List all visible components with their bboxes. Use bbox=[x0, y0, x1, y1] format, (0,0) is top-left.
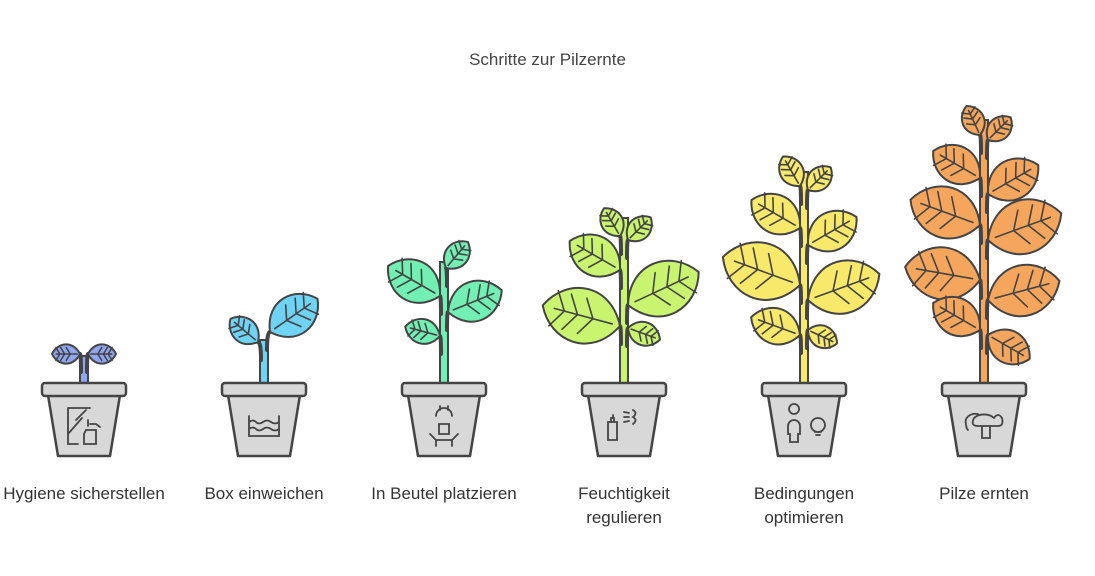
bag-placement-icon bbox=[429, 405, 459, 447]
leaf bbox=[447, 279, 503, 323]
leaf bbox=[228, 315, 260, 345]
pot-1 bbox=[40, 381, 128, 458]
leaf bbox=[904, 246, 981, 301]
step-label-5: Bedingungen optimieren bbox=[753, 484, 855, 527]
leaf bbox=[805, 164, 834, 193]
step-label-4: Feuchtigkeit regulieren bbox=[578, 484, 670, 527]
leaf bbox=[932, 295, 982, 338]
leaf bbox=[777, 155, 805, 188]
step-label-1: Hygiene sicherstellen bbox=[3, 484, 165, 503]
humidifier-spray-icon bbox=[607, 409, 637, 441]
leaf bbox=[627, 320, 661, 347]
plant-5 bbox=[721, 155, 881, 458]
leaf bbox=[987, 198, 1063, 256]
pot-2 bbox=[220, 381, 308, 458]
step-label-6: Pilze ernten bbox=[939, 484, 1029, 503]
leaf bbox=[960, 104, 986, 136]
plant-1 bbox=[40, 343, 128, 458]
leaf bbox=[87, 343, 117, 365]
leaf bbox=[985, 114, 1014, 143]
leaf bbox=[721, 241, 801, 301]
mushroom-icon bbox=[964, 412, 1004, 439]
pot-6 bbox=[940, 381, 1028, 458]
leaf bbox=[599, 207, 625, 238]
leaf bbox=[932, 143, 982, 186]
leaf bbox=[625, 214, 654, 243]
plant-6 bbox=[904, 104, 1063, 458]
water-box-icon bbox=[248, 415, 280, 437]
leaf bbox=[986, 156, 1040, 202]
leaf bbox=[627, 259, 700, 318]
leaf bbox=[568, 232, 622, 278]
pot-5 bbox=[760, 381, 848, 458]
diagram-title: Schritte zur Pilzernte bbox=[469, 50, 626, 69]
leaf bbox=[750, 192, 802, 236]
leaf bbox=[750, 306, 801, 346]
plant-4 bbox=[541, 207, 700, 458]
leaf bbox=[806, 209, 858, 253]
leaf bbox=[268, 291, 320, 338]
leaf bbox=[443, 239, 472, 270]
leaf bbox=[404, 317, 441, 345]
leaf bbox=[541, 286, 621, 345]
pot-4 bbox=[580, 381, 668, 458]
leaf bbox=[807, 324, 839, 350]
plant-3 bbox=[387, 239, 503, 458]
leaf bbox=[51, 343, 81, 365]
step-label-3: In Beutel platzieren bbox=[371, 484, 517, 503]
leaf bbox=[387, 257, 442, 304]
person-lightbulb-icon bbox=[787, 403, 826, 443]
leaf bbox=[987, 263, 1061, 318]
plant-2 bbox=[220, 291, 320, 458]
leaf bbox=[986, 328, 1031, 366]
pot-3 bbox=[400, 381, 488, 458]
cleaning-spray-icon bbox=[67, 407, 101, 445]
step-label-2: Box einweichen bbox=[204, 484, 324, 503]
leaf bbox=[807, 259, 881, 315]
leaf bbox=[909, 185, 981, 240]
